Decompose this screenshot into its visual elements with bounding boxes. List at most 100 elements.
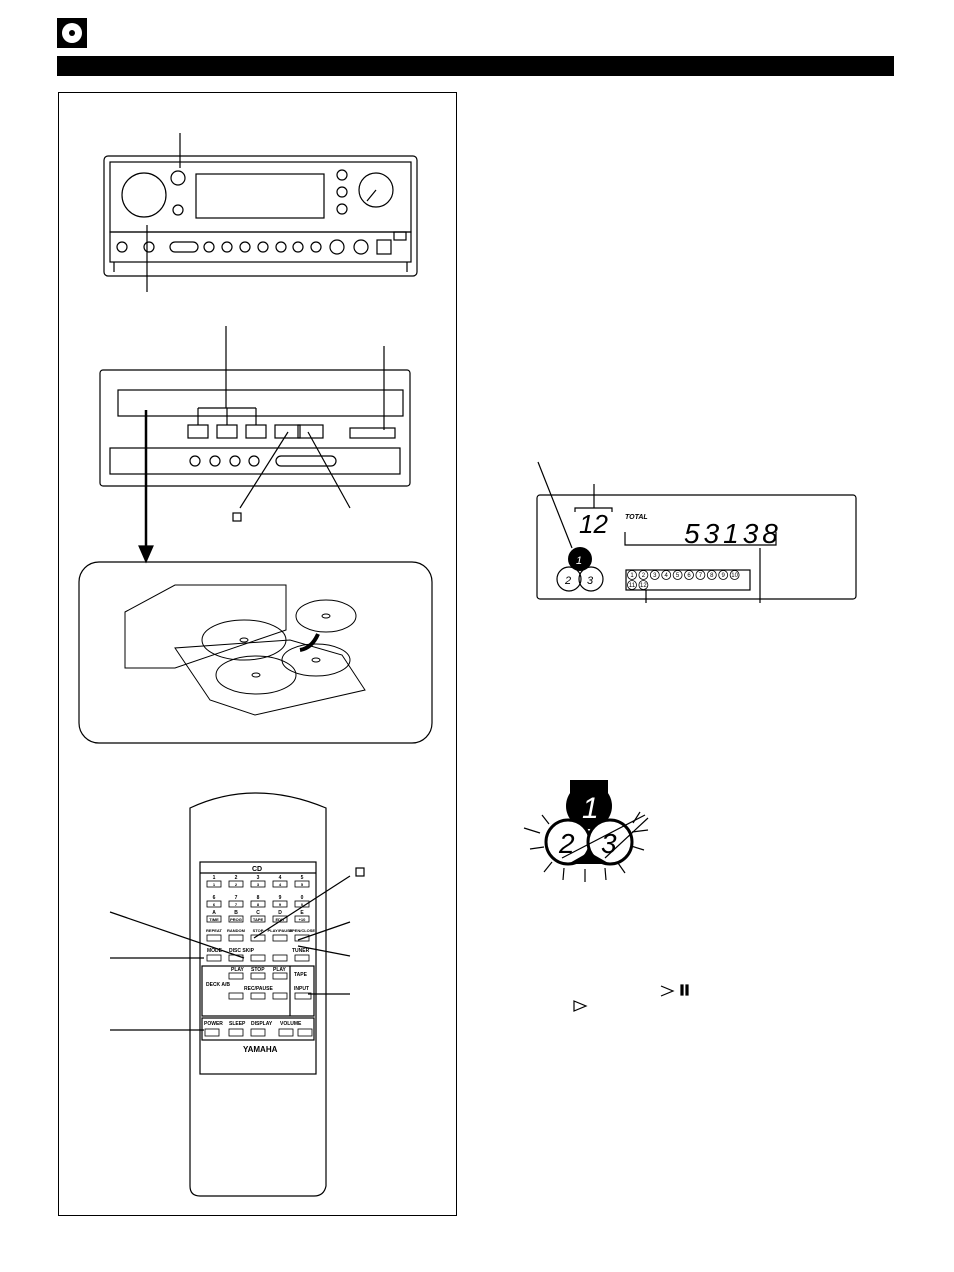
number-button-text: 5 (301, 882, 304, 887)
skip-button[interactable] (250, 954, 266, 962)
number-button[interactable] (294, 900, 310, 908)
track-calendar-number: 7 (699, 573, 703, 579)
track-calendar-number: 5 (676, 573, 680, 579)
number-button-text: 1 (213, 882, 216, 887)
skip-button[interactable] (294, 954, 310, 962)
remote-control-drawing (109, 792, 365, 1197)
number-button[interactable] (228, 900, 244, 908)
number-button-text: 6 (213, 902, 216, 907)
tape-transport-button[interactable] (272, 972, 288, 980)
disc-1-indicator: 1 (582, 792, 599, 825)
number-button[interactable] (272, 880, 288, 888)
track-calendar-item (627, 580, 637, 590)
remote-brand-logo: YAMAHA (243, 1045, 278, 1054)
letter-button[interactable] (250, 915, 266, 923)
number-button[interactable] (294, 880, 310, 888)
bottom-row-button[interactable] (204, 1028, 220, 1037)
disc-slot-1: 1 (576, 555, 582, 567)
tape-deck-button[interactable] (250, 992, 266, 1000)
remote-cd-section-label: CD (252, 866, 262, 873)
track-calendar-number: 9 (722, 573, 726, 579)
number-label: 2 (235, 875, 238, 881)
number-button[interactable] (206, 880, 222, 888)
total-indicator: TOTAL (625, 514, 648, 521)
tape-deck-button[interactable] (228, 992, 244, 1000)
track-calendar-item (661, 570, 672, 580)
bottom-row-button[interactable] (250, 1028, 266, 1037)
track-calendar-item (718, 570, 729, 580)
remote-display-label: DISPLAY (251, 1021, 273, 1027)
letter-button[interactable] (228, 915, 244, 923)
cd-control-button[interactable] (228, 934, 244, 942)
number-button[interactable] (250, 900, 266, 908)
track-calendar-item (649, 570, 660, 580)
track-calendar-item (672, 570, 683, 580)
track-calendar-number: 1 (630, 573, 634, 579)
track-calendar-number: 6 (687, 573, 691, 579)
bottom-row-button[interactable] (278, 1028, 294, 1037)
tape-transport-button[interactable] (250, 972, 266, 980)
input-button[interactable] (294, 992, 312, 1000)
number-button[interactable] (206, 900, 222, 908)
bottom-row-button[interactable] (297, 1028, 313, 1037)
disc-3-indicator: 3 (601, 828, 617, 859)
number-label: 3 (257, 875, 260, 881)
cd-control-label: STOP (253, 928, 264, 933)
cd-control-label: RANDOM (227, 928, 246, 933)
track-number-readout: 12 (579, 509, 608, 539)
disc-tray-drawing (124, 584, 366, 716)
tape-transport-button[interactable] (228, 972, 244, 980)
number-button-text: 0 (301, 902, 304, 907)
skip-button[interactable] (206, 954, 222, 962)
skip-button[interactable] (228, 954, 244, 962)
number-button[interactable] (250, 880, 266, 888)
section-header-bar (57, 56, 894, 76)
disc-slot-3: 3 (587, 575, 594, 587)
cd-control-button[interactable] (250, 934, 266, 942)
cd-control-button[interactable] (206, 934, 222, 942)
track-calendar-item (638, 580, 649, 590)
remote-tape-label: TAPE (294, 972, 308, 978)
letter-label: D (278, 910, 282, 916)
function-button-text: +10 (299, 917, 307, 922)
illustration-frame (58, 92, 457, 1216)
track-calendar-item (695, 570, 706, 580)
cd-changer-unit-drawing (99, 326, 411, 522)
cd-control-label: REPEAT (206, 928, 222, 933)
skip-button[interactable] (272, 954, 288, 962)
remote-tuner-label: TUNER (292, 948, 310, 954)
bottom-row-button[interactable] (228, 1028, 244, 1037)
letter-button[interactable] (294, 915, 310, 923)
letter-button[interactable] (206, 915, 222, 923)
function-button-text: TAPE (253, 917, 264, 922)
cd-control-label: OPEN/CLOSE (289, 928, 316, 933)
number-label: 8 (257, 895, 260, 901)
play-pause-icon (660, 985, 675, 997)
flashing-disc-diagram (523, 780, 649, 882)
number-label: 5 (301, 875, 304, 881)
number-label: 0 (301, 895, 304, 901)
cd-display-panel (536, 461, 857, 603)
cd-control-button[interactable] (294, 934, 310, 942)
remote-volume-label: VOLUME (280, 1021, 302, 1027)
track-calendar-number: 2 (642, 573, 646, 579)
number-button[interactable] (228, 880, 244, 888)
tape-deck-button[interactable] (272, 992, 288, 1000)
track-calendar-item (627, 570, 637, 580)
number-button[interactable] (272, 900, 288, 908)
cd-control-button[interactable] (272, 934, 288, 942)
disc-tray-inset (78, 561, 433, 744)
number-button-text: 9 (279, 902, 282, 907)
letter-label: E (300, 910, 304, 916)
total-time-readout: 53138 (684, 518, 782, 549)
number-label: 9 (279, 895, 282, 901)
remote-deck-label: DECK A/B (206, 982, 230, 988)
letter-button[interactable] (272, 915, 288, 923)
disc-2-indicator: 2 (558, 828, 575, 859)
letter-label: B (234, 910, 238, 916)
number-label: 7 (235, 895, 238, 901)
remote-input-label: INPUT (294, 986, 309, 992)
